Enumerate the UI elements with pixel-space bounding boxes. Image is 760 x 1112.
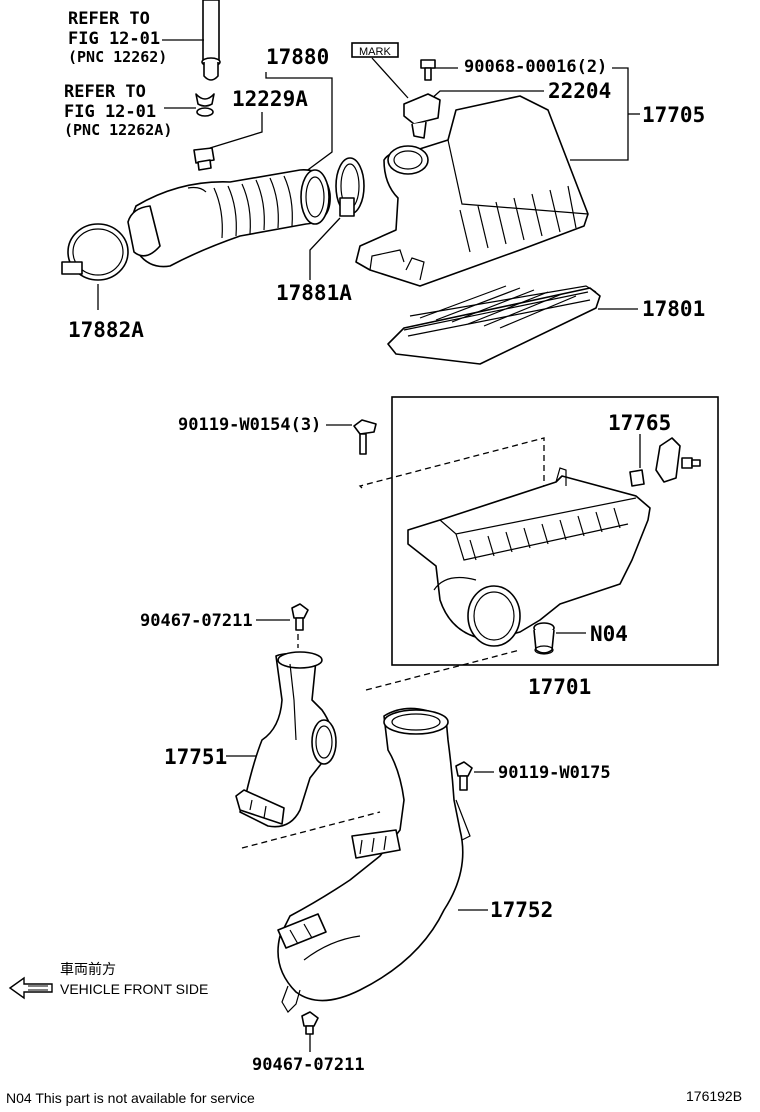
footnote-n04: N04 This part is not available for servi…: [6, 1090, 255, 1106]
ref1-line2: FIG 12-01: [68, 29, 160, 49]
figure-id: 176192B: [686, 1088, 742, 1104]
label-90467-07211-upper: 90467-07211: [140, 611, 253, 631]
mark-tag: MARK: [351, 42, 399, 58]
ref-tube-drawing: [162, 0, 221, 81]
direction-jp: 車両前方: [60, 961, 116, 977]
fitting-12229a: [193, 147, 215, 171]
vehicle-front-arrow-icon: [8, 976, 53, 1000]
label-n04: N04: [590, 622, 628, 646]
air-cleaner-cap-17705: [355, 95, 589, 287]
ref2-line1: REFER TO: [64, 82, 146, 102]
bolt-90467-lower: [301, 1011, 319, 1035]
label-17752: 17752: [490, 898, 553, 922]
ref2-line2: FIG 12-01: [64, 102, 156, 122]
label-17705: 17705: [642, 103, 705, 127]
label-17801: 17801: [642, 297, 705, 321]
intake-hose-17880: [127, 169, 331, 268]
ref1-line3: (PNC 12262): [68, 48, 167, 66]
case-17701-frame: [391, 396, 719, 666]
ref-clip-drawing: [164, 93, 215, 117]
air-cleaner-case-17701: [407, 467, 651, 647]
label-90068-00016: 90068-00016(2): [464, 57, 607, 77]
label-12229a: 12229A: [232, 87, 308, 111]
ref1-line1: REFER TO: [68, 9, 150, 29]
ref2-line3: (PNC 12262A): [64, 121, 172, 139]
clamp-17882a: [61, 223, 129, 281]
label-17751: 17751: [164, 745, 227, 769]
direction-en: VEHICLE FRONT SIDE: [60, 981, 208, 997]
bolt-90068: [420, 59, 436, 81]
label-22204: 22204: [548, 79, 611, 103]
duct-17751: [235, 651, 337, 828]
bracket-17765: [629, 437, 701, 487]
grommet-n04: [533, 622, 555, 655]
label-17880: 17880: [266, 45, 329, 69]
middle-leader-lines: [326, 424, 641, 634]
clamp-17881a: [335, 157, 365, 217]
label-90467-07211-lower: 90467-07211: [252, 1055, 365, 1075]
sensor-22204: [403, 93, 441, 139]
bolt-90119-w0154: [353, 419, 377, 455]
mark-label: MARK: [359, 46, 391, 58]
label-17881a: 17881A: [276, 281, 352, 305]
label-17882a: 17882A: [68, 318, 144, 342]
bolt-90467-upper: [291, 603, 309, 631]
label-17765: 17765: [608, 411, 671, 435]
label-90119-w0154: 90119-W0154(3): [178, 415, 321, 435]
bolt-90119-w0175: [455, 761, 473, 791]
label-17701: 17701: [528, 675, 591, 699]
label-90119-w0175: 90119-W0175: [498, 763, 611, 783]
duct-17752: [277, 707, 471, 1013]
air-filter-17801: [387, 285, 601, 365]
